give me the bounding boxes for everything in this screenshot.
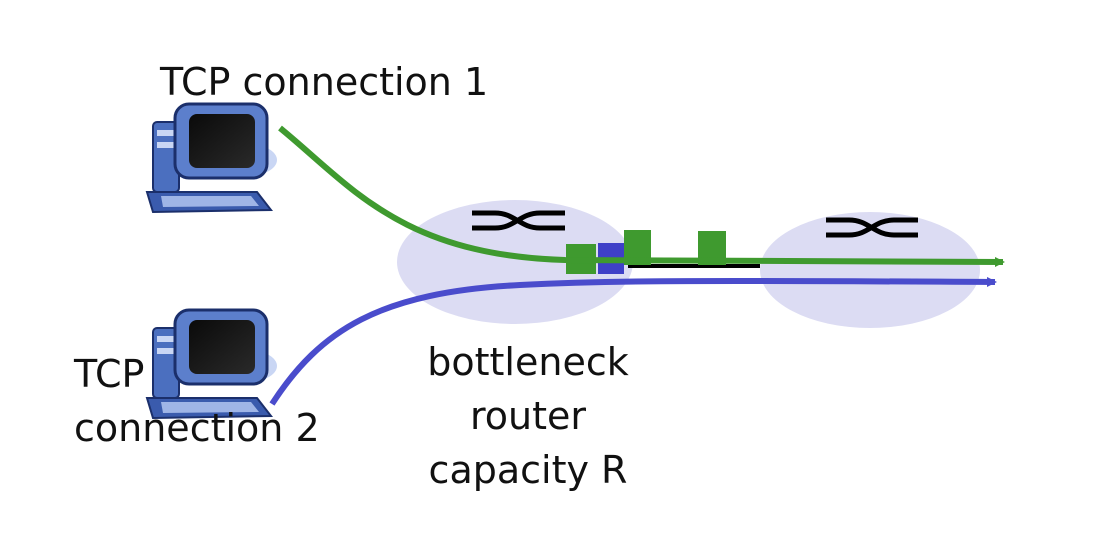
tcp-flow-1-arrow [278,125,1005,267]
destination-router [760,212,980,328]
computer-icon [145,308,277,420]
bottleneck-label-line2: router [469,394,587,438]
bottleneck-label-line3: capacity R [428,448,628,492]
tcp-flow-2-arrow [269,276,997,406]
computer-icon [145,102,277,214]
tcp-connection-2-label-line2: connection 2 [74,406,320,450]
tcp-connection-1-label: TCP connection 1 [160,60,489,104]
router-icon [472,210,565,231]
router-icon [826,217,918,238]
bottleneck-router-label: bottleneck router capacity R [398,335,658,497]
tcp-connection-2-label-line1: TCP [74,352,145,396]
bottleneck-label-line1: bottleneck [427,340,629,384]
